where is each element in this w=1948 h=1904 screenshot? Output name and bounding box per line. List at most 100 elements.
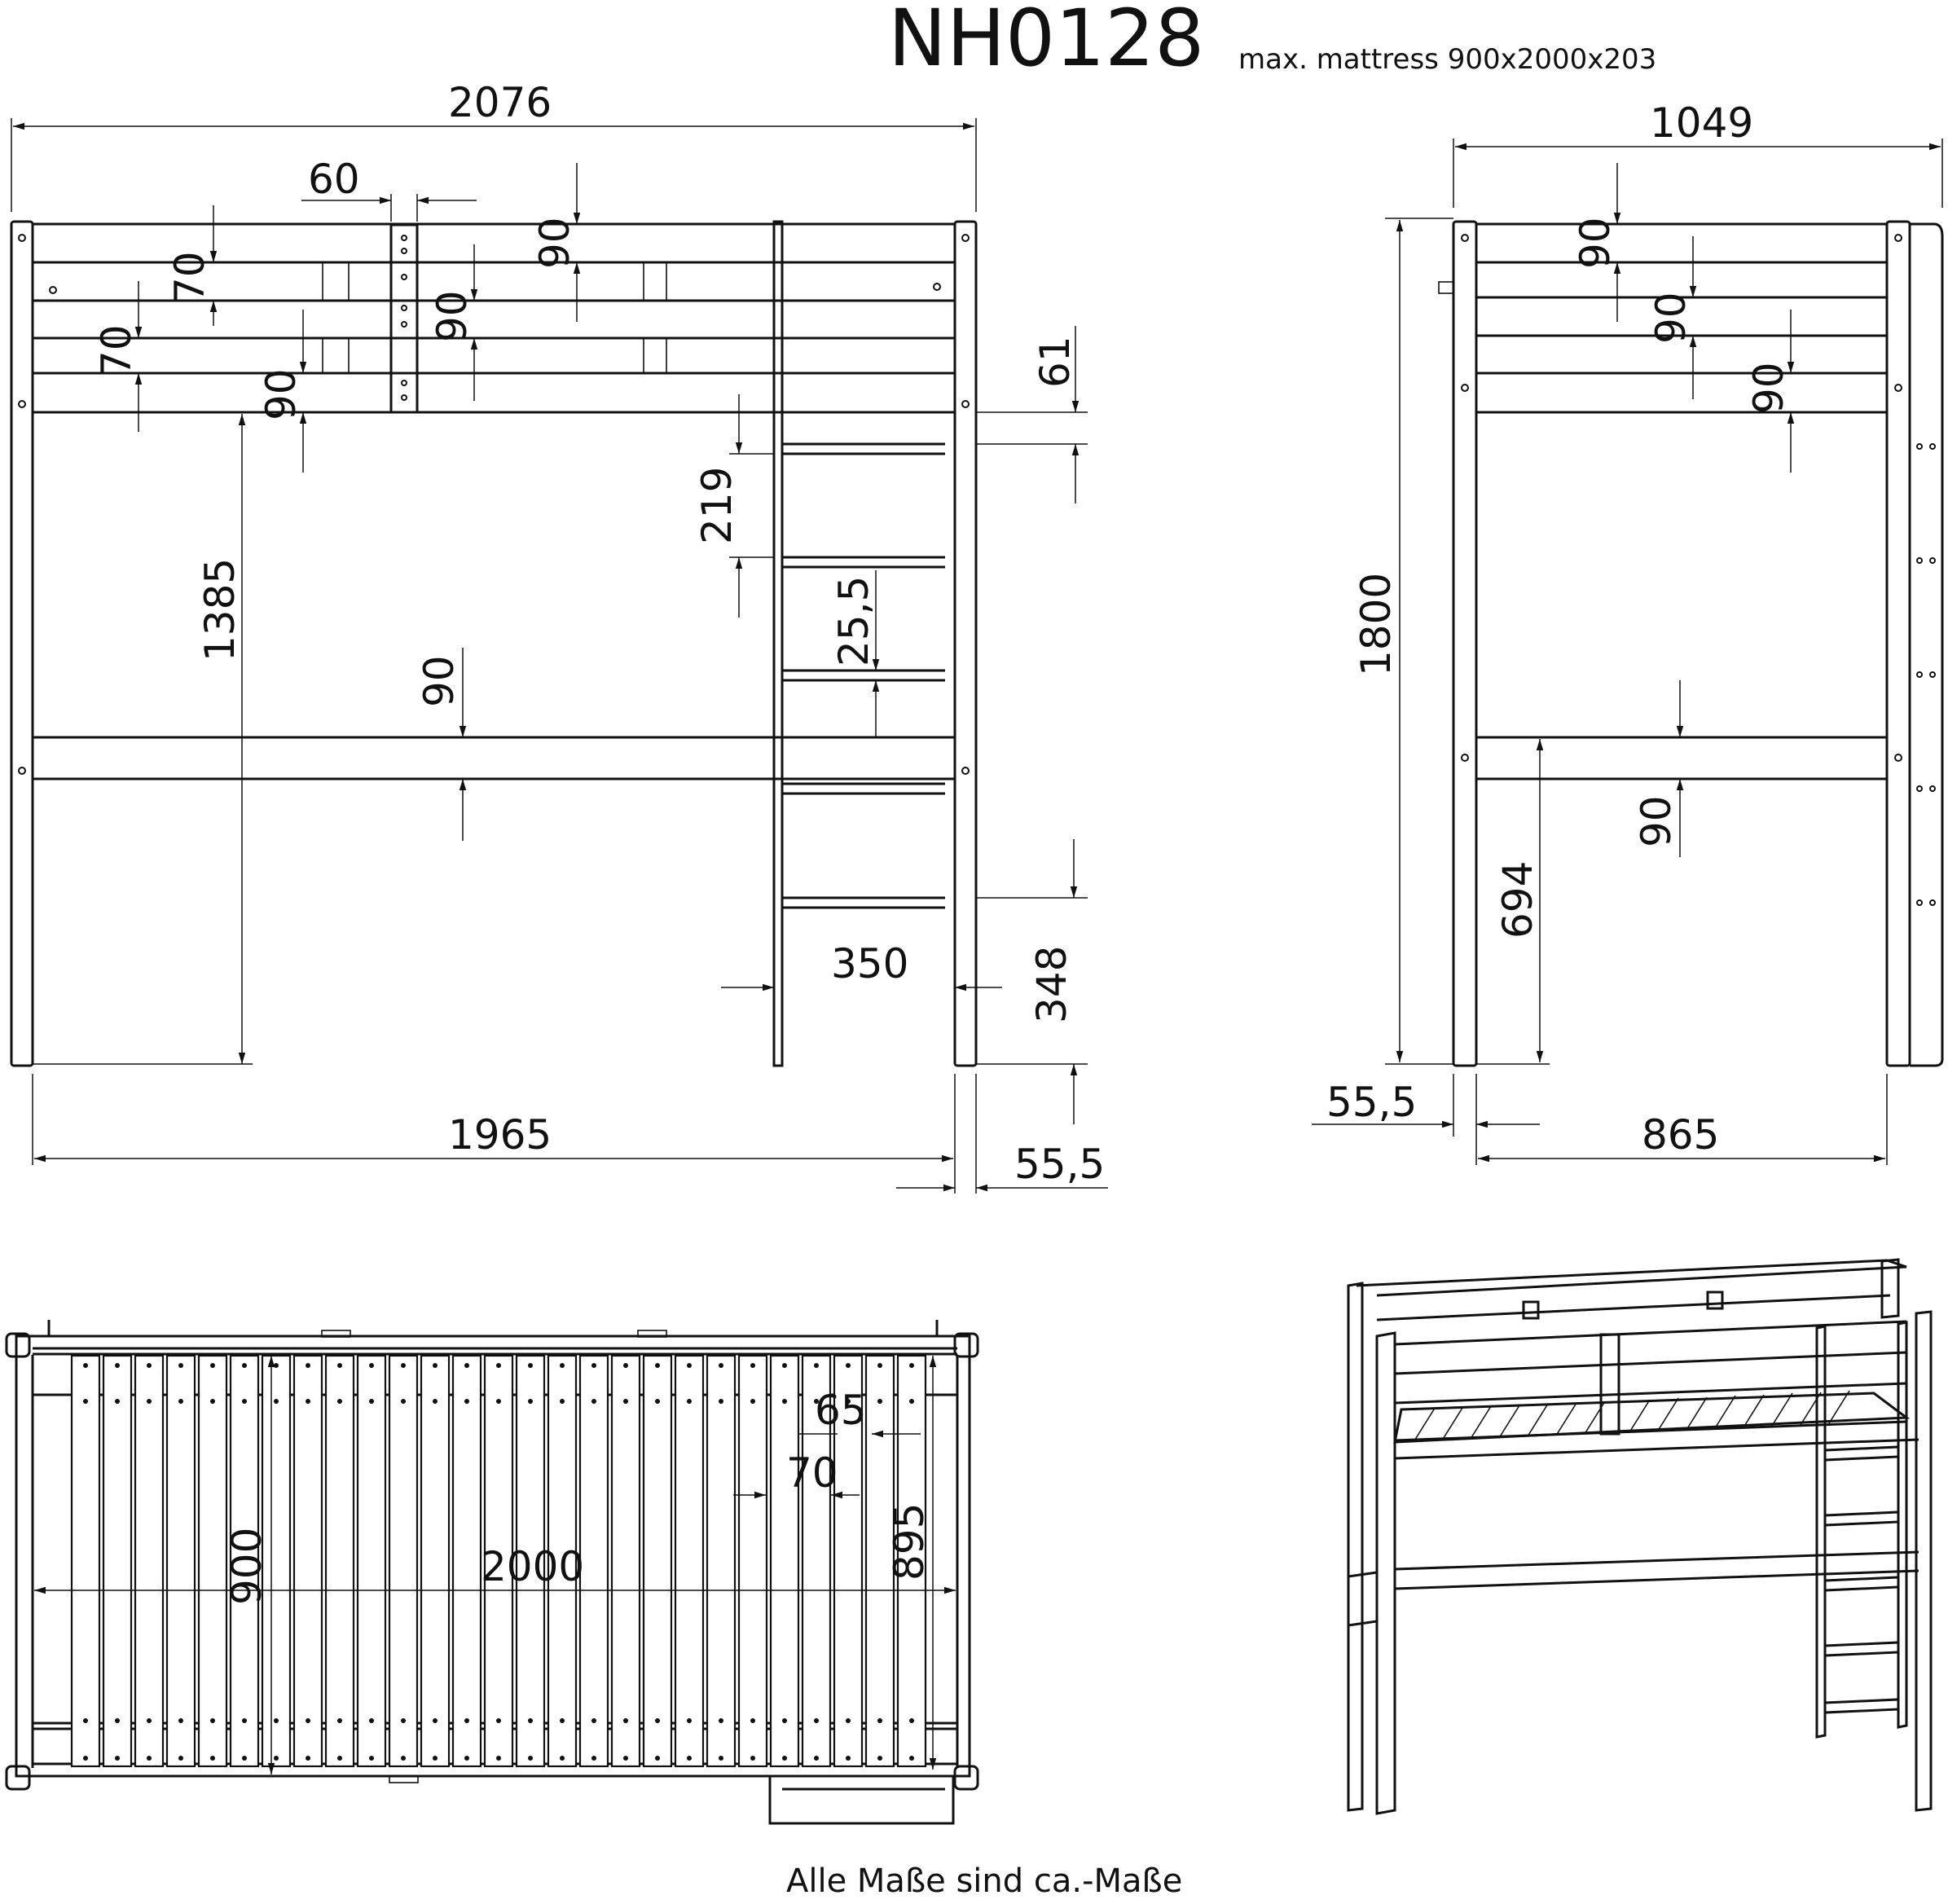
dim-ladder-step-gap: 219 [693, 467, 741, 544]
slat-screw [496, 1399, 501, 1404]
slat-screw [687, 1363, 692, 1368]
dim-slat-width: 65 [815, 1387, 867, 1434]
slat-screw [306, 1399, 310, 1404]
dim-side-total-height: 1800 [1352, 573, 1400, 676]
slat-group [70, 1354, 927, 1768]
slat [70, 1354, 101, 1768]
slat [451, 1354, 482, 1768]
slat-screw [178, 1756, 183, 1761]
slat-screw [782, 1756, 787, 1761]
top-view: 65 70 900 2000 895 [5, 1320, 979, 1825]
slat-screw [369, 1718, 374, 1723]
dim-side-inner-width: 865 [1642, 1111, 1719, 1159]
slat-screw [623, 1718, 628, 1723]
dim-rail-gap-a: 70 [166, 251, 213, 303]
slat-screw [909, 1756, 914, 1761]
slat-screw [401, 1399, 406, 1404]
slat [801, 1354, 832, 1768]
slat-screw [655, 1363, 660, 1368]
slat-screw [719, 1756, 723, 1761]
dim-overall-width: 2076 [448, 79, 552, 126]
dim-inner-length: 1965 [448, 1111, 552, 1159]
slat-screw [719, 1718, 723, 1723]
dim-rail-height-a: 90 [531, 217, 578, 269]
slat-screw [909, 1399, 914, 1404]
dim-ladder-bottom: 348 [1028, 946, 1075, 1023]
slat [134, 1354, 165, 1768]
slat-screw [115, 1718, 120, 1723]
dim-slat-pitch: 70 [786, 1449, 838, 1497]
slat [102, 1354, 133, 1768]
slat-screw [242, 1363, 247, 1368]
dim-mattress-width: 900 [223, 1528, 270, 1605]
slat-screw [528, 1756, 533, 1761]
slat-screw [369, 1756, 374, 1761]
slat [197, 1354, 228, 1768]
slat-screw [591, 1718, 596, 1723]
slat-screw [337, 1399, 342, 1404]
slat-screw [623, 1756, 628, 1761]
dim-side-rail-a: 90 [1572, 217, 1619, 269]
slat-screw [401, 1718, 406, 1723]
slat-screw [591, 1399, 596, 1404]
slat-screw [83, 1399, 88, 1404]
slat-screw [242, 1399, 247, 1404]
slat-screw [623, 1363, 628, 1368]
slat-screw [909, 1718, 914, 1723]
dim-lower-rail: 90 [416, 655, 463, 707]
slat-screw [877, 1363, 882, 1368]
slat-screw [369, 1363, 374, 1368]
slat-screw [433, 1363, 438, 1368]
slat-screw [210, 1718, 215, 1723]
slat-screw [750, 1756, 755, 1761]
slat-screw [242, 1718, 247, 1723]
slat [896, 1354, 927, 1768]
slat [578, 1354, 609, 1768]
slat-screw [369, 1399, 374, 1404]
slat-screw [178, 1363, 183, 1368]
slat-screw [337, 1718, 342, 1723]
slat-screw [528, 1718, 533, 1723]
dim-post-width: 55,5 [1014, 1141, 1105, 1188]
slat-screw [306, 1363, 310, 1368]
slat-screw [306, 1756, 310, 1761]
slat [388, 1354, 419, 1768]
slat-screw [528, 1363, 533, 1368]
slat [610, 1354, 641, 1768]
dim-side-post-width: 55,5 [1326, 1079, 1417, 1126]
slat-screw [782, 1718, 787, 1723]
slat-screw [115, 1756, 120, 1761]
slat-screw [210, 1756, 215, 1761]
page-title: NH0128 [888, 0, 1204, 84]
front-view: 2076 60 90 90 70 70 90 1385 90 [10, 79, 1108, 1194]
slat-screw [83, 1363, 88, 1368]
slat-screw [623, 1399, 628, 1404]
slat-screw [433, 1399, 438, 1404]
dim-ladder-width: 350 [831, 940, 908, 987]
slat [642, 1354, 673, 1768]
slat-screw [464, 1399, 469, 1404]
slat-screw [846, 1399, 851, 1404]
slat-screw [147, 1718, 152, 1723]
slat-screw [464, 1363, 469, 1368]
slat-screw [210, 1363, 215, 1368]
slat-screw [337, 1756, 342, 1761]
slat-screw [655, 1718, 660, 1723]
slat-screw [560, 1399, 565, 1404]
dim-under-height: 1385 [196, 558, 244, 662]
slat-screw [877, 1718, 882, 1723]
slat [706, 1354, 737, 1768]
slat-screw [814, 1399, 819, 1404]
dim-side-overall-width: 1049 [1650, 99, 1753, 147]
mattress-spec: max. mattress 900x2000x203 [1238, 43, 1656, 76]
dim-rail-gap-b: 70 [93, 324, 140, 376]
slat-screw [782, 1399, 787, 1404]
slat-screw [591, 1363, 596, 1368]
slat-screw [210, 1399, 215, 1404]
slat-screw [115, 1399, 120, 1404]
dim-rail-height-b: 90 [429, 290, 476, 342]
slat-screw [274, 1718, 279, 1723]
slat-screw [687, 1399, 692, 1404]
slat-screw [846, 1363, 851, 1368]
